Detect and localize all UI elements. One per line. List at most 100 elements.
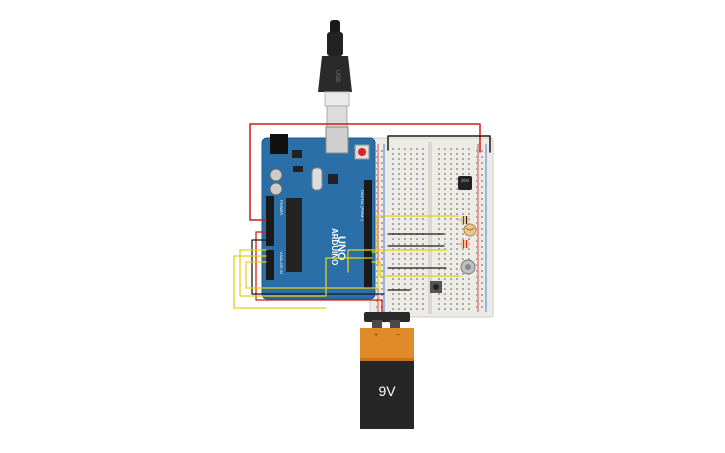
breadboard-hole (438, 213, 440, 215)
breadboard-hole (462, 193, 464, 195)
breadboard-hole (392, 193, 394, 195)
breadboard-hole (410, 253, 412, 255)
breadboard-hole (444, 168, 446, 170)
digital-header-label: DIGITAL (PWM~) (360, 190, 365, 222)
breadboard-hole (404, 208, 406, 210)
breadboard-hole (416, 208, 418, 210)
breadboard-hole (404, 168, 406, 170)
breadboard-rail-hole (381, 162, 383, 164)
breadboard-hole (410, 148, 412, 150)
breadboard-rail-hole (381, 228, 383, 230)
breadboard-rail-hole (381, 294, 383, 296)
breadboard-hole (392, 273, 394, 275)
breadboard-hole (398, 293, 400, 295)
breadboard-hole (404, 283, 406, 285)
breadboard-hole (450, 243, 452, 245)
battery-snap-connector (364, 312, 410, 322)
breadboard-rail-hole (376, 216, 378, 218)
breadboard-rail-hole (381, 150, 383, 152)
breadboard-hole (416, 153, 418, 155)
breadboard-hole (468, 173, 470, 175)
breadboard-hole (438, 173, 440, 175)
breadboard-hole (468, 163, 470, 165)
breadboard-hole (392, 243, 394, 245)
wires (233, 123, 491, 323)
breadboard-hole (410, 248, 412, 250)
breadboard-rail-hole (376, 240, 378, 242)
breadboard-rail-hole (481, 234, 483, 236)
breadboard-hole (462, 153, 464, 155)
breadboard-hole (444, 148, 446, 150)
breadboard-hole (422, 203, 424, 205)
breadboard-hole (450, 163, 452, 165)
breadboard-hole (438, 228, 440, 230)
breadboard-hole (444, 203, 446, 205)
breadboard-hole (398, 173, 400, 175)
breadboard-hole (456, 238, 458, 240)
breadboard-hole (410, 288, 412, 290)
breadboard-hole (438, 268, 440, 270)
breadboard-hole (416, 173, 418, 175)
breadboard-hole (450, 263, 452, 265)
breadboard-hole (444, 273, 446, 275)
breadboard-rail-hole (481, 276, 483, 278)
breadboard-hole (456, 223, 458, 225)
breadboard-rail-hole (376, 180, 378, 182)
breadboard-center-channel (428, 142, 432, 314)
breadboard-hole (422, 178, 424, 180)
wire-red-lower-loop (255, 231, 383, 313)
breadboard-hole (404, 238, 406, 240)
breadboard-hole (404, 213, 406, 215)
breadboard-hole (404, 243, 406, 245)
breadboard-hole (416, 228, 418, 230)
breadboard-hole (392, 248, 394, 250)
breadboard-hole (444, 213, 446, 215)
breadboard-rail-hole (381, 288, 383, 290)
breadboard-rail-hole (476, 234, 478, 236)
battery-top (360, 328, 414, 360)
breadboard-hole (398, 283, 400, 285)
breadboard-hole (462, 248, 464, 250)
breadboard-hole (450, 178, 452, 180)
breadboard-hole (444, 158, 446, 160)
breadboard-rail-hole (481, 198, 483, 200)
breadboard-hole (410, 168, 412, 170)
breadboard-hole (422, 173, 424, 175)
breadboard-hole (398, 243, 400, 245)
breadboard-hole (416, 283, 418, 285)
breadboard-rail-hole (476, 216, 478, 218)
breadboard-hole (404, 158, 406, 160)
breadboard-hole (462, 158, 464, 160)
breadboard-rail-hole (481, 294, 483, 296)
breadboard-hole (438, 263, 440, 265)
breadboard-hole (422, 153, 424, 155)
breadboard-hole (416, 258, 418, 260)
breadboard-hole (392, 148, 394, 150)
breadboard-hole (404, 268, 406, 270)
breadboard-hole (398, 308, 400, 310)
breadboard-hole (438, 198, 440, 200)
breadboard-hole (444, 233, 446, 235)
wire-yellow-row-1 (347, 249, 447, 273)
breadboard-hole (398, 298, 400, 300)
breadboard-hole (438, 308, 440, 310)
breadboard-hole (404, 263, 406, 265)
breadboard-hole (444, 278, 446, 280)
breadboard-hole (450, 188, 452, 190)
breadboard-hole (422, 298, 424, 300)
breadboard-hole (450, 253, 452, 255)
breadboard-rail-hole (476, 198, 478, 200)
breadboard-hole (450, 173, 452, 175)
breadboard-rail-hole (476, 210, 478, 212)
breadboard-hole (404, 178, 406, 180)
breadboard-hole (444, 293, 446, 295)
breadboard-hole (450, 248, 452, 250)
breadboard-hole (444, 298, 446, 300)
breadboard-rail-hole (376, 258, 378, 260)
breadboard-hole (468, 148, 470, 150)
arduino-uno: ARDUINO UNO DIGITAL (PWM~) POWER ANALOG … (261, 126, 376, 300)
breadboard-hole (410, 283, 412, 285)
breadboard-rail-hole (376, 294, 378, 296)
breadboard-rail-hole (481, 264, 483, 266)
breadboard-hole (468, 288, 470, 290)
